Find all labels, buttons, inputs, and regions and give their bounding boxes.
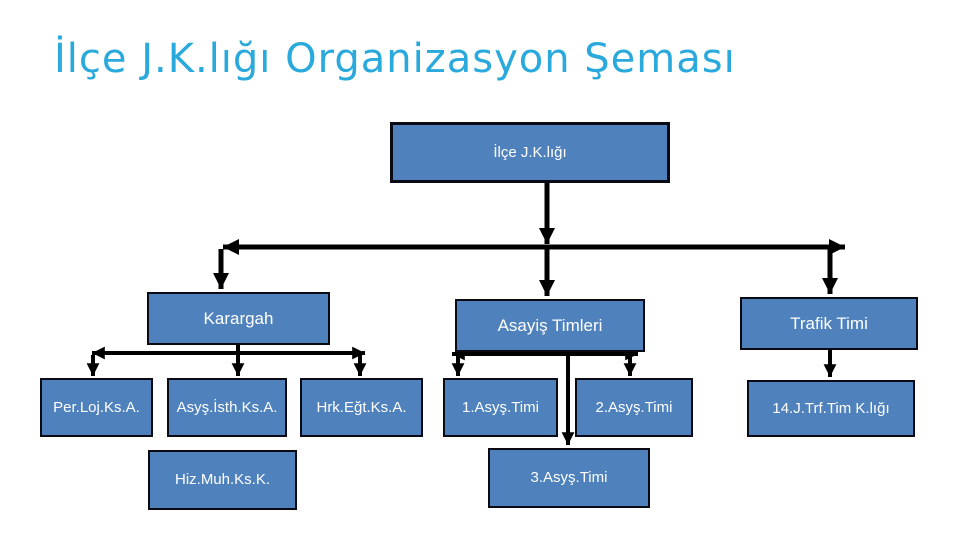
org-node-hrk-egt-ks-a: Hrk.Eğt.Ks.A. bbox=[300, 378, 423, 437]
org-node-root: İlçe J.K.lığı bbox=[390, 122, 670, 183]
slide-title: İlçe J.K.lığı Organizasyon Şeması bbox=[54, 36, 736, 82]
org-node-2-asys-timi: 2.Asyş.Timi bbox=[575, 378, 693, 437]
org-node-trafik-timi: Trafik Timi bbox=[740, 297, 918, 350]
org-node-hiz-muh-ks-k: Hiz.Muh.Ks.K. bbox=[148, 450, 297, 510]
org-node-14-j-trf-tim: 14.J.Trf.Tim K.lığı bbox=[747, 380, 915, 437]
org-node-per-loj-ks-a: Per.Loj.Ks.A. bbox=[40, 378, 153, 437]
org-node-asayis-timleri: Asayiş Timleri bbox=[455, 299, 645, 352]
org-node-1-asys-timi: 1.Asyş.Timi bbox=[443, 378, 558, 437]
org-node-asys-isth-ks-a: Asyş.İsth.Ks.A. bbox=[167, 378, 287, 437]
org-node-karargah: Karargah bbox=[147, 292, 330, 345]
org-node-3-asys-timi: 3.Asyş.Timi bbox=[488, 448, 650, 508]
